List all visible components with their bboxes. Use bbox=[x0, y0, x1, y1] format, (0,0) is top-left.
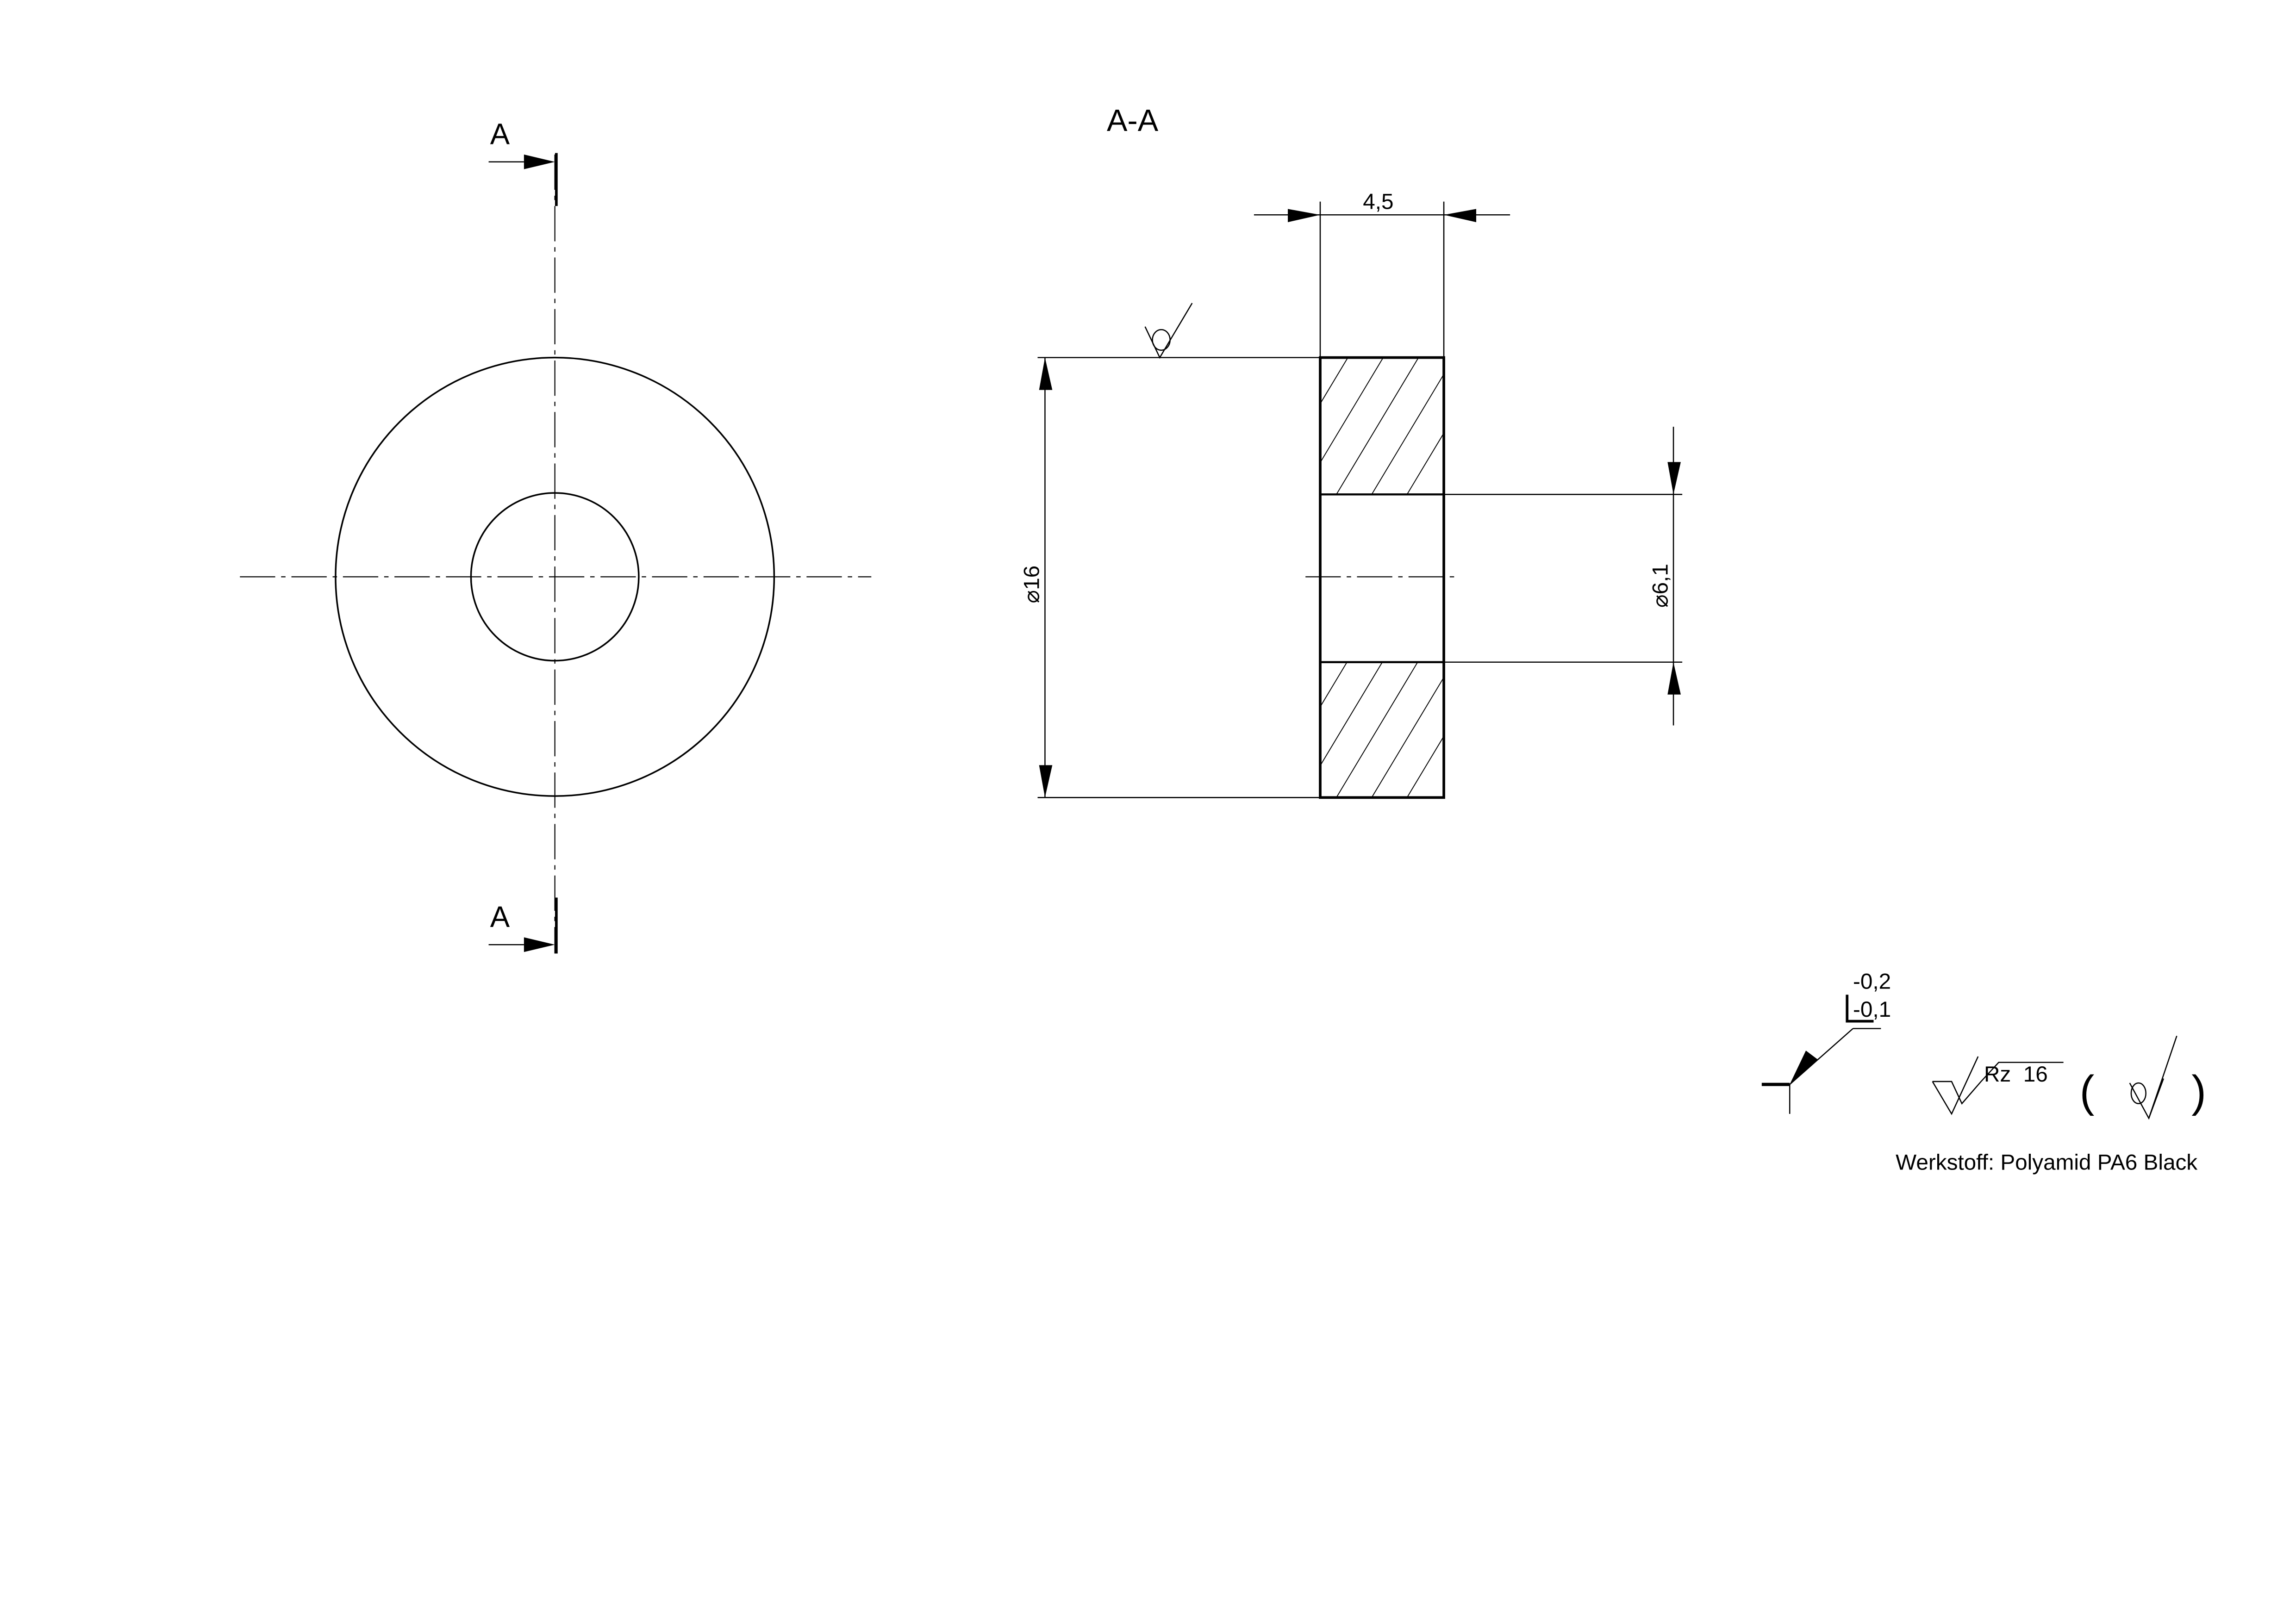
tolerance-symbol: -0,2 -0,1 bbox=[1761, 970, 1891, 1114]
hatch-line bbox=[1371, 373, 1444, 495]
hatch-line bbox=[1442, 491, 1444, 495]
section-title: A-A bbox=[1107, 104, 1159, 138]
hatch-line bbox=[1320, 662, 1383, 767]
material-note: Werkstoff: Polyamid PA6 Black bbox=[1896, 1150, 2197, 1175]
tolerance-lower: -0,1 bbox=[1853, 997, 1891, 1022]
hatch-line bbox=[1478, 662, 1559, 798]
hatch-line bbox=[1584, 358, 1666, 495]
roughness-value: Rz 16 bbox=[1984, 1062, 2048, 1087]
dimension-width-value: 4,5 bbox=[1363, 190, 1393, 214]
open-paren: ( bbox=[2080, 1067, 2095, 1116]
hatching-top bbox=[1320, 357, 1666, 495]
dimension-inner-diameter: ⌀6,1 bbox=[1444, 427, 1683, 726]
hatch-line bbox=[1584, 662, 1665, 798]
hatch-line bbox=[1320, 357, 1348, 405]
surface-finish-symbol bbox=[1144, 303, 1193, 359]
hatch-line bbox=[1442, 794, 1444, 798]
section-label-top: A bbox=[490, 118, 510, 151]
hatch-line bbox=[1548, 358, 1630, 495]
hatch-line bbox=[1513, 358, 1595, 495]
dimension-outer-diameter-value: ⌀16 bbox=[1020, 566, 1044, 603]
hatch-line bbox=[1548, 662, 1630, 798]
dimension-inner-diameter-value: ⌀6,1 bbox=[1648, 564, 1672, 608]
tolerance-upper: -0,2 bbox=[1853, 970, 1891, 994]
section-label-bottom: A bbox=[490, 901, 510, 933]
front-view: A A bbox=[240, 118, 872, 954]
hatch-line bbox=[1336, 662, 1418, 798]
hatch-line bbox=[1320, 662, 1348, 708]
hatching-bottom bbox=[1320, 662, 1665, 798]
dimension-outer-diameter: ⌀16 bbox=[1020, 357, 1320, 798]
surface-finish-symbol-small bbox=[2129, 1035, 2177, 1120]
section-mark-top: A bbox=[488, 118, 558, 206]
roughness-symbol: Rz 16 ( ) bbox=[1932, 1035, 2206, 1120]
hatch-line bbox=[1320, 357, 1384, 464]
hatch-line bbox=[1478, 358, 1560, 495]
section-outline bbox=[1319, 356, 1445, 799]
close-paren: ) bbox=[2191, 1067, 2206, 1116]
hatch-line bbox=[1371, 676, 1444, 798]
section-view bbox=[1305, 356, 1666, 799]
dimension-width: 4,5 bbox=[1254, 190, 1510, 358]
hatch-line bbox=[1336, 357, 1419, 495]
section-mark-bottom: A bbox=[488, 897, 558, 954]
hatch-line bbox=[1406, 735, 1444, 798]
hatch-line bbox=[1406, 432, 1444, 495]
hatch-line bbox=[1513, 662, 1595, 798]
